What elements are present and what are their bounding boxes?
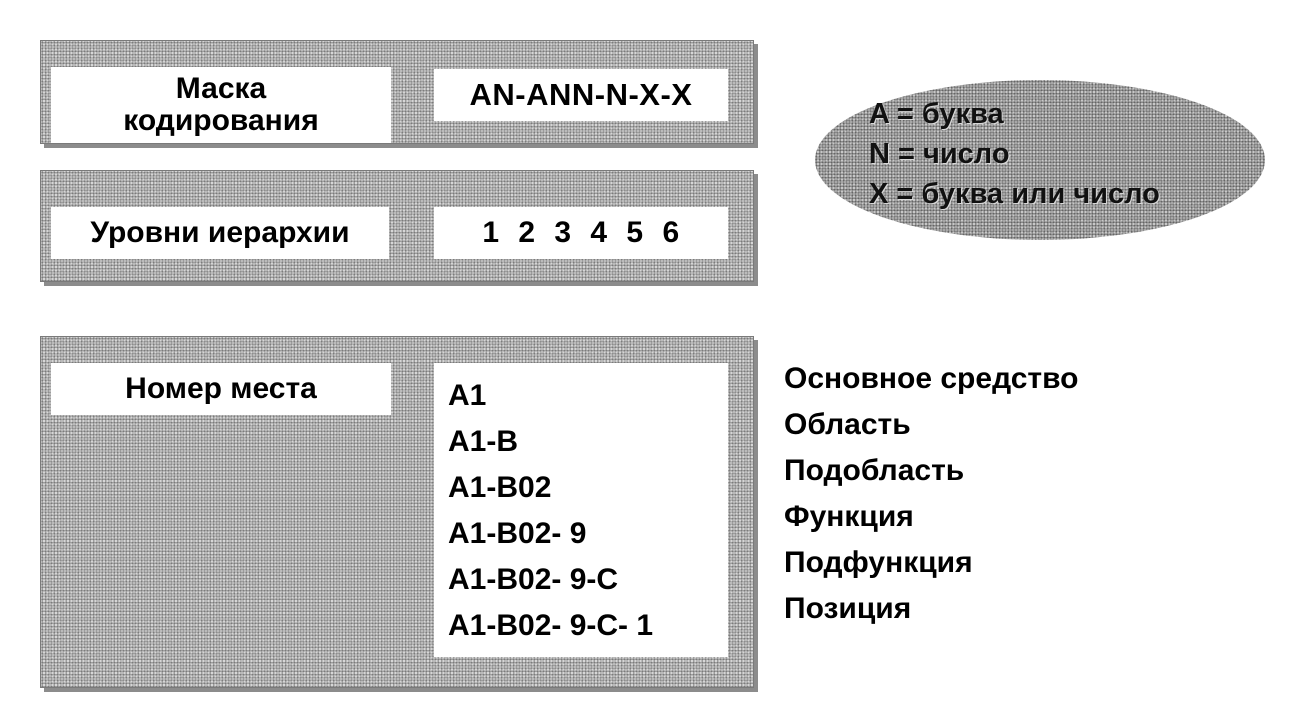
location-code: A1 [448, 379, 487, 412]
legend-item-number: N = число [869, 138, 1010, 170]
location-code: A1-B02- 9-C [448, 563, 619, 596]
location-codes-list: A1 A1-B A1-B02 A1-B02- 9 A1-B02- 9-C A1-… [434, 363, 728, 657]
coding-mask-panel: Маска кодирования AN-ANN-N-X-X [40, 40, 754, 144]
coding-mask-value: AN-ANN-N-X-X [434, 69, 728, 121]
legend-item-letter: A = буква [869, 98, 1004, 130]
level-name: Подобласть [784, 454, 965, 487]
level-names-list: Основное средство Область Подобласть Фун… [784, 356, 1078, 632]
level-name: Подфункция [784, 546, 973, 579]
location-code: A1-B02- 9-C- 1 [448, 609, 654, 642]
legend-item-letter-or-number: X = буква или число [869, 178, 1160, 210]
coding-mask-label-line2: кодирования [123, 104, 319, 137]
location-code: A1-B [448, 425, 519, 458]
level-name: Функция [784, 500, 914, 533]
hierarchy-levels-label: Уровни иерархии [51, 207, 389, 259]
location-number-panel: Номер места A1 A1-B A1-B02 A1-B02- 9 A1-… [40, 336, 754, 688]
location-code: A1-B02 [448, 471, 552, 504]
coding-mask-label: Маска кодирования [51, 67, 391, 143]
hierarchy-levels-value: 1 2 3 4 5 6 [434, 207, 728, 259]
level-name: Область [784, 408, 911, 441]
location-number-label: Номер места [51, 363, 391, 415]
legend-ellipse: A = буква N = число X = буква или число [815, 80, 1265, 240]
level-name: Основное средство [784, 362, 1079, 395]
level-name: Позиция [784, 592, 912, 625]
coding-mask-label-line1: Маска [175, 72, 267, 105]
location-code: A1-B02- 9 [448, 517, 587, 550]
hierarchy-levels-panel: Уровни иерархии 1 2 3 4 5 6 [40, 170, 754, 282]
